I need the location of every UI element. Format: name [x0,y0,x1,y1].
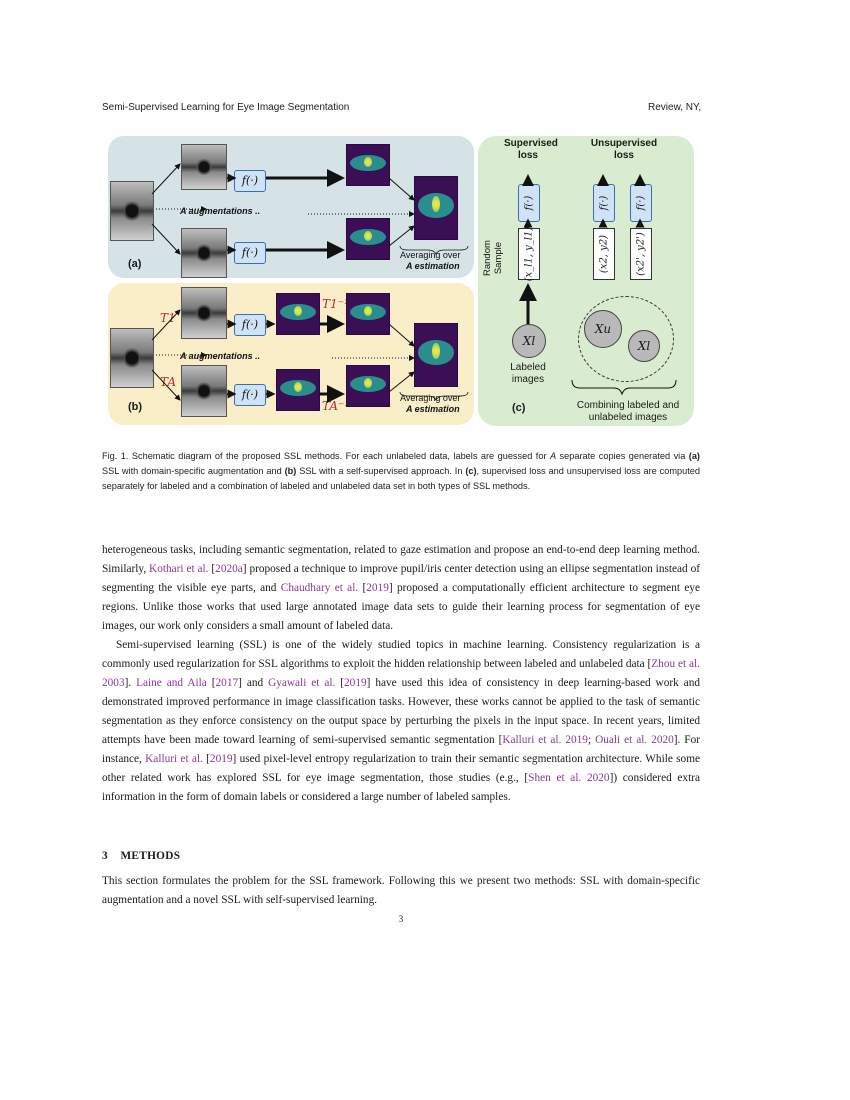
averaged-segmentation [414,176,458,240]
running-header-venue: Review, NY, [648,102,702,113]
transformed-segmentation [276,369,320,411]
citation-link[interactable]: Shen et al. 2020 [528,772,610,784]
citation-link[interactable]: 2019 [209,753,233,765]
segmentation-output [346,218,390,260]
page-number: 3 [398,914,404,924]
citation-link[interactable]: Gyawali et al. [268,677,336,689]
unlabeled-images-circle: Xu [584,310,622,348]
segmentation-output [346,365,390,407]
unlabeled-pair-box: (x2, y2) [593,228,615,280]
averaging-label: Averaging over [400,393,461,403]
paragraph-related-work-1: heterogeneous tasks, including semantic … [102,544,700,632]
network-box: f(·) [234,242,266,264]
augmented-eye-image [181,228,227,278]
citation-link[interactable]: Kalluri et al. [145,753,203,765]
labeled-images-circle: Xl [512,324,546,358]
network-box: f(·) [234,314,266,336]
augmentations-label: A augmentations .. [180,351,261,361]
panel-b-label: (b) [128,401,143,413]
citation-link[interactable]: Ouali et al. 2020 [595,734,674,746]
figure-caption: Fig. 1. Schematic diagram of the propose… [102,451,700,491]
network-box: f(·) [234,384,266,406]
combined-images-label: Combining labeled and unlabeled images [576,400,680,423]
labeled-subset-circle: Xl [628,330,660,362]
augmentations-label: A augmentations .. [180,206,261,216]
transformed-eye-image [181,365,227,417]
input-eye-image [110,181,154,241]
citation-link[interactable]: Laine and Aila [136,677,207,689]
input-eye-image [110,328,154,388]
panel-c-label: (c) [512,402,526,414]
supervised-loss-title: Supervised loss [504,138,558,161]
running-header-title: Semi-Supervised Learning for Eye Image S… [102,102,350,113]
tau-1-label: T1 [160,311,176,325]
citation-link[interactable]: Zhou et al. 2003 [102,658,700,689]
paragraph-methods-intro: This section formulates the problem for … [102,875,700,906]
transformed-segmentation [276,293,320,335]
random-sample-label: Random Sample [482,240,504,276]
estimation-label: A estimation [406,404,460,414]
tau-a-label: TA [160,375,177,389]
segmentation-output [346,293,390,335]
labeled-images-label: Labeled images [510,362,546,385]
averaged-segmentation [414,323,458,387]
citation-link[interactable]: 2019 [366,582,389,594]
network-box: f(·) [234,170,266,192]
citation-link[interactable]: Kothari et al. [149,563,209,575]
network-box: f(·) [630,184,652,222]
citation-link[interactable]: Kalluri et al. 2019 [502,734,588,746]
segmentation-output [346,144,390,186]
transformed-eye-image [181,287,227,339]
unsupervised-loss-title: Unsupervised loss [590,138,658,161]
citation-link[interactable]: Chaudhary et al. [280,582,359,594]
panel-b: T1 TA f(·) f(·) A augmentations .. T1⁻¹ … [108,283,474,425]
panel-c: Supervised loss Unsupervised loss f(·) f… [478,136,694,426]
panel-a: f(·) f(·) A augmentations .. Averaging o… [108,136,474,278]
network-box: f(·) [518,184,540,222]
panel-a-label: (a) [128,258,142,270]
estimation-label: A estimation [406,261,460,271]
tau-1-inverse-label: T1⁻¹ [322,297,349,311]
citation-link[interactable]: 2019 [344,677,367,689]
unlabeled-pair-box-augmented: (x2', y2') [630,228,652,280]
figure-1: f(·) f(·) A augmentations .. Averaging o… [108,134,696,430]
paragraph-related-work-2: Semi-supervised learning (SSL) is one of… [102,639,701,803]
averaging-label: Averaging over [400,250,461,260]
labeled-pair-box: (x_l1, y_l1) [518,227,540,281]
section-heading: 3 METHODS [102,850,181,862]
citation-link[interactable]: 2020a [215,563,243,575]
augmented-eye-image [181,144,227,190]
network-box: f(·) [593,184,615,222]
citation-link[interactable]: 2017 [215,677,239,689]
